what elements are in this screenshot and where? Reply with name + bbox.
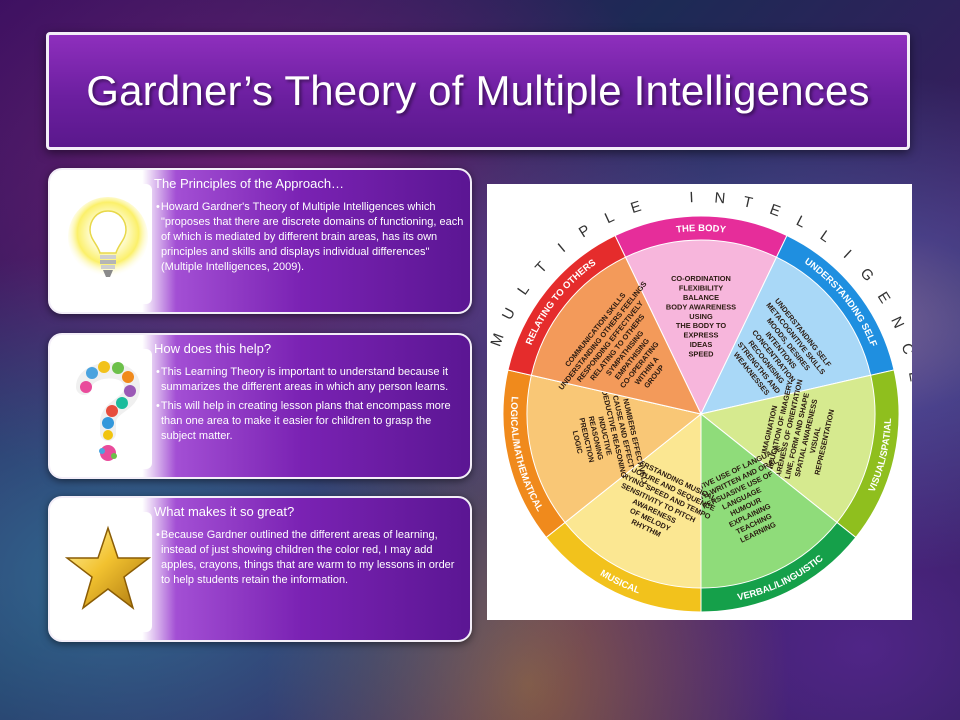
wheel-item: IDEAS	[690, 340, 713, 349]
wheel-segment-inner	[700, 412, 838, 589]
card-content: The Principles of the Approach… Howard G…	[154, 176, 464, 306]
wheel-item: BODY AWARENESS	[666, 302, 736, 311]
wheel-ring-letter: E	[767, 201, 782, 220]
bullet-item: This Learning Theory is important to und…	[154, 365, 464, 395]
wheel-segment-inner	[526, 374, 703, 524]
card-content: How does this help? This Learning Theory…	[154, 341, 464, 471]
intelligence-wheel: THE BODY CO-ORDINATIONFLEXIBILITYBALANCEB…	[487, 189, 923, 613]
wheel-item: EXPRESS	[684, 331, 719, 340]
wheel-item: CO-ORDINATION	[671, 274, 731, 283]
card-principles: The Principles of the Approach… Howard G…	[48, 168, 472, 314]
wheel-ring-letter: P	[576, 222, 594, 242]
card-heading: How does this help?	[154, 341, 272, 356]
wheel-segment-inner	[624, 239, 778, 416]
card-content: What makes it so great? Because Gardner …	[154, 504, 464, 634]
card-heading: What makes it so great?	[154, 504, 295, 519]
card-heading: The Principles of the Approach…	[154, 176, 345, 191]
bullet-list: Because Gardner outlined the different a…	[154, 528, 464, 588]
wheel-item: SPEED	[688, 349, 714, 358]
title-banner: Gardner’s Theory of Multiple Intelligenc…	[46, 32, 910, 150]
bullet-item: Because Gardner outlined the different a…	[154, 528, 464, 588]
wheel-item: FLEXIBILITY	[679, 284, 723, 293]
wheel-ring-letter: I	[840, 247, 855, 262]
slide-title: Gardner’s Theory of Multiple Intelligenc…	[86, 67, 870, 114]
wheel-ring-letter: L	[793, 212, 808, 231]
wheel-ring-letter: G	[857, 265, 878, 285]
bullet-item: This will help in creating lesson plans …	[154, 399, 464, 444]
wheel-ring-letter: T	[532, 259, 551, 277]
card-how-help: How does this help? This Learning Theory…	[48, 333, 472, 479]
wheel-segment-inner	[699, 374, 876, 524]
bullet-list: Howard Gardner's Theory of Multiple Inte…	[154, 200, 464, 275]
wheel-ring-letter: M	[487, 331, 507, 349]
wheel-ring-letter: I	[555, 240, 569, 256]
wheel-segment-inner	[564, 412, 702, 589]
wheel-ring-letter: N	[887, 314, 907, 331]
wheel-item: THE BODY TO	[676, 321, 726, 330]
light-bulb-icon	[64, 184, 152, 304]
wheel-segment-label: THE BODY	[676, 223, 728, 236]
wheel-ring-letter: L	[514, 282, 533, 299]
wheel-segment-inner	[700, 256, 872, 415]
wheel-ring-letter: L	[602, 208, 617, 227]
wheel-item: BALANCE	[683, 293, 719, 302]
wheel-ring-letter: N	[714, 189, 726, 207]
wheel-ring-letter: E	[905, 370, 912, 383]
gold-star-icon	[64, 512, 152, 632]
wheel-ring-letter: L	[817, 227, 834, 246]
card-what-great: What makes it so great? Because Gardner …	[48, 496, 472, 642]
bullet-item: Howard Gardner's Theory of Multiple Inte…	[154, 200, 464, 275]
wheel-ring-letter: E	[874, 289, 894, 307]
wheel-ring-letter: C	[898, 341, 912, 357]
wheel-ring-letter: E	[629, 198, 644, 217]
wheel-segment-inner	[530, 256, 702, 415]
question-mark-icon	[64, 349, 152, 469]
wheel-item: USING	[689, 312, 713, 321]
wheel-ring-letter: T	[742, 193, 755, 212]
bullet-list: This Learning Theory is important to und…	[154, 365, 464, 444]
wheel-ring-letter: I	[689, 189, 694, 206]
wheel-ring-letter: U	[499, 305, 519, 322]
